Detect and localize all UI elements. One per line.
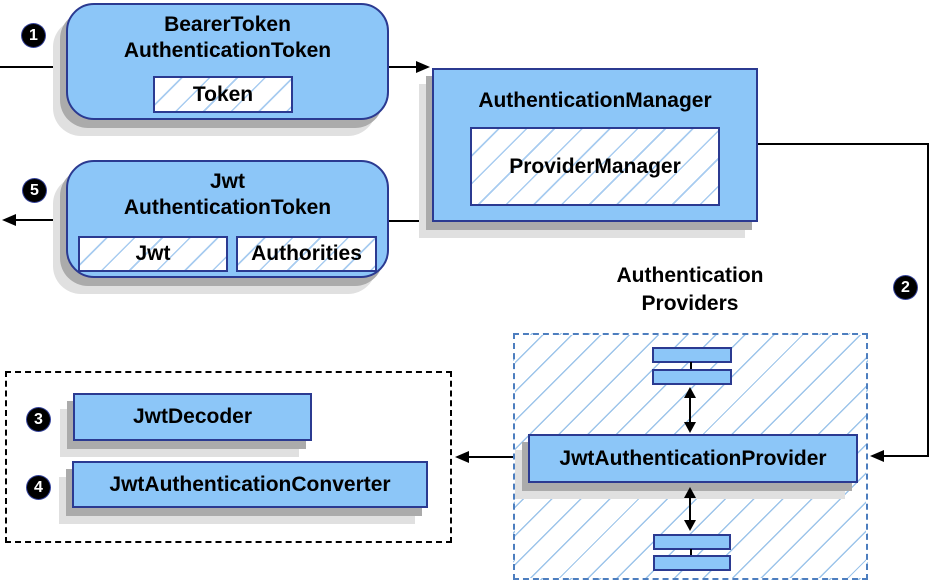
jwt-authentication-converter-node: JwtAuthenticationConverter bbox=[72, 461, 428, 508]
bottom-double-arrow-down-icon bbox=[684, 520, 696, 531]
jwt-chip: Jwt bbox=[78, 236, 228, 272]
jwt-token-title-line2: AuthenticationToken bbox=[123, 196, 332, 219]
token-chip: Token bbox=[153, 76, 293, 113]
bearer-token-title-line1: BearerToken bbox=[164, 13, 291, 36]
top-double-arrow-up-icon bbox=[684, 387, 696, 398]
incoming-request-line bbox=[0, 66, 66, 68]
step-4-badge: 4 bbox=[27, 476, 50, 499]
manager-to-jwt-token-line bbox=[388, 220, 433, 222]
provider-to-decoder-arrowhead-icon bbox=[455, 451, 469, 463]
jwt-token-title-line1: Jwt bbox=[209, 170, 245, 193]
provider-placeholder-bar-bottom-2 bbox=[653, 555, 731, 571]
bearer-to-manager-line bbox=[389, 66, 417, 68]
provider-manager-chip: ProviderManager bbox=[470, 127, 720, 206]
jwt-authentication-provider-node: JwtAuthenticationProvider bbox=[528, 434, 858, 483]
jwt-decoder-node: JwtDecoder bbox=[73, 393, 312, 441]
provider-placeholder-connector-top bbox=[690, 362, 692, 370]
step-5-badge: 5 bbox=[23, 179, 46, 202]
top-double-arrow-shaft bbox=[689, 395, 691, 425]
manager-to-provider-line-top bbox=[758, 143, 929, 145]
provider-placeholder-bar-top-1 bbox=[652, 347, 732, 363]
bottom-double-arrow-shaft bbox=[689, 495, 691, 523]
jwt-token-node-title: Jwt AuthenticationToken bbox=[68, 169, 387, 221]
bearer-to-manager-arrowhead-icon bbox=[416, 61, 430, 73]
provider-placeholder-bar-top-2 bbox=[652, 369, 732, 385]
authentication-providers-label-line2: Providers bbox=[641, 292, 739, 315]
step-1-badge: 1 bbox=[22, 24, 45, 47]
manager-to-provider-line-right bbox=[927, 143, 929, 457]
step-2-badge: 2 bbox=[894, 276, 917, 299]
authorities-chip: Authorities bbox=[236, 236, 377, 272]
provider-placeholder-connector-bottom bbox=[690, 549, 692, 557]
top-double-arrow-down-icon bbox=[684, 422, 696, 433]
manager-to-provider-arrowhead-icon bbox=[870, 450, 884, 462]
authentication-providers-label: Authentication Providers bbox=[555, 262, 825, 318]
outgoing-result-arrowhead-icon bbox=[2, 214, 16, 226]
manager-to-provider-line-bottom bbox=[882, 455, 929, 457]
authentication-manager-title: AuthenticationManager bbox=[478, 89, 712, 112]
provider-to-decoder-line bbox=[468, 456, 520, 458]
bearer-token-node-title: BearerToken AuthenticationToken bbox=[68, 12, 387, 64]
decoder-converter-container bbox=[5, 371, 452, 543]
authentication-providers-label-line1: Authentication bbox=[616, 264, 764, 287]
bearer-token-title-line2: AuthenticationToken bbox=[123, 39, 332, 62]
provider-placeholder-bar-bottom-1 bbox=[653, 534, 731, 550]
bottom-double-arrow-up-icon bbox=[684, 487, 696, 498]
outgoing-result-line bbox=[13, 219, 67, 221]
step-3-badge: 3 bbox=[27, 408, 50, 431]
